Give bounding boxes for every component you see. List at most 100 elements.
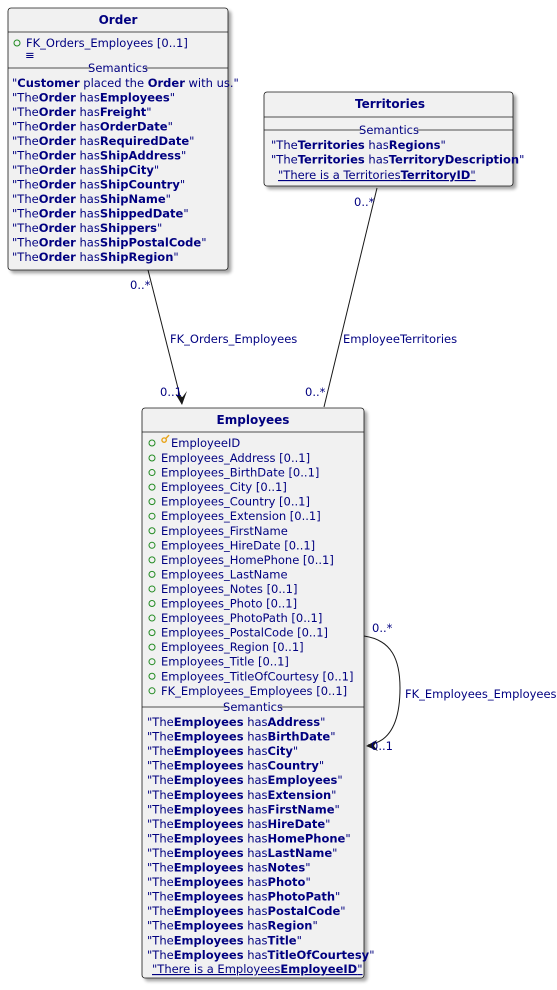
semantic-row: "TheEmployees hasCountry" xyxy=(147,759,324,773)
semantic-row: "TheOrder hasOrderDate" xyxy=(12,120,173,134)
semantics-label: Semantics xyxy=(223,700,283,714)
semantic-row: "TheOrder hasRequiredDate" xyxy=(12,134,194,148)
entity-territories[interactable]: Territories Semantics "TheTerritories ha… xyxy=(263,91,524,187)
field-row: Employees_Address [0..1] xyxy=(161,451,310,465)
semantics-list: "Customer placed the Order with us.""The… xyxy=(12,76,239,264)
field-row: Employees_Region [0..1] xyxy=(161,640,304,654)
field-row: Employees_HireDate [0..1] xyxy=(161,538,315,552)
semantic-row: "TheTerritories hasTerritoryDescription" xyxy=(271,153,524,167)
identity-row: "There is a EmployeesEmployeeID" xyxy=(152,962,363,976)
edge-line xyxy=(363,635,401,746)
semantic-row: "TheOrder hasShippers" xyxy=(12,221,162,235)
entity-employees[interactable]: Employees EmployeeID Employees_Address [… xyxy=(141,407,374,979)
multiplicity-from: 0..* xyxy=(372,621,393,635)
semantic-row: "TheEmployees hasFirstName" xyxy=(147,802,340,816)
semantic-row: "TheOrder hasShipName" xyxy=(12,192,171,206)
edge-employee-territories: EmployeeTerritories 0..* 0..* xyxy=(305,187,457,408)
key-field-label: EmployeeID xyxy=(171,436,240,450)
edge-line xyxy=(147,269,183,405)
semantic-row: "TheEmployees hasHomePhone" xyxy=(147,831,351,845)
semantics-separator: Semantics xyxy=(8,61,228,75)
multiplicity-from: 0..* xyxy=(130,278,151,292)
edge-label: EmployeeTerritories xyxy=(343,332,457,346)
semantic-row: "TheEmployees hasPhoto" xyxy=(147,875,311,889)
field-circle-icon xyxy=(148,483,156,491)
field-circle-icon xyxy=(148,600,156,607)
semantic-row: "Customer placed the Order with us." xyxy=(12,76,239,90)
field-list: Employees_Address [0..1]Employees_BirthD… xyxy=(148,451,353,698)
semantic-row: "TheOrder hasShipCountry" xyxy=(12,178,185,192)
semantics-label: Semantics xyxy=(359,123,419,137)
identity-line: "There is a TerritoriesTerritoryID" xyxy=(278,168,476,182)
field-circle-icon xyxy=(148,527,156,535)
field-circle-icon xyxy=(148,570,156,578)
edge-line xyxy=(323,187,378,408)
identity-line: "There is a EmployeesEmployeeID" xyxy=(152,962,363,976)
semantic-row: "TheEmployees hasPhotoPath" xyxy=(147,890,340,904)
field-circle-icon xyxy=(148,672,156,680)
semantic-row: "TheTerritories hasRegions" xyxy=(271,138,446,152)
field-circle-icon xyxy=(148,512,156,520)
field-row: Employees_City [0..1] xyxy=(161,480,287,494)
field-list: FK_Orders_Employees [0..1] xyxy=(13,36,188,50)
semantic-row: "TheEmployees hasEmployees" xyxy=(147,773,343,787)
semantics-label: Semantics xyxy=(88,61,148,75)
semantics-separator: Semantics xyxy=(264,123,513,137)
semantic-row: "TheOrder hasShipCity" xyxy=(12,163,159,177)
semantics-list: "TheTerritories hasRegions""TheTerritori… xyxy=(271,138,524,167)
field-row: Employees_TitleOfCourtesy [0..1] xyxy=(161,669,353,683)
semantic-row: "TheOrder hasShipPostalCode" xyxy=(12,236,207,250)
semantic-row: "TheEmployees hasHireDate" xyxy=(147,817,330,831)
key-icon xyxy=(161,434,170,444)
field-circle-icon xyxy=(148,643,156,651)
entity-box xyxy=(7,7,229,271)
field-circle-icon xyxy=(148,498,156,506)
entity-order[interactable]: Order FK_Orders_Employees [0..1] ≡ Seman… xyxy=(7,7,239,271)
field-row: Employees_HomePhone [0..1] xyxy=(161,553,334,567)
field-row: Employees_PostalCode [0..1] xyxy=(161,626,328,640)
field-row: Employees_BirthDate [0..1] xyxy=(161,466,319,480)
field-circle-icon xyxy=(148,454,156,462)
field-circle-icon xyxy=(148,687,156,695)
entity-title: Territories xyxy=(355,97,425,111)
multiplicity-to: 0..* xyxy=(305,385,326,399)
semantic-row: "TheOrder hasFreight" xyxy=(12,105,152,119)
semantic-row: "TheEmployees hasTitleOfCourtesy" xyxy=(147,948,374,962)
multiplicity-to: 0..1 xyxy=(371,739,393,753)
field-row: FK_Orders_Employees [0..1] xyxy=(26,36,188,50)
entity-box xyxy=(141,407,365,979)
edge-label: FK_Employees_Employees xyxy=(405,687,557,701)
semantic-row: "TheEmployees hasExtension" xyxy=(147,788,336,802)
entity-box xyxy=(263,91,514,187)
field-row: Employees_Country [0..1] xyxy=(161,495,310,509)
entity-title: Order xyxy=(99,13,138,27)
semantic-row: "TheEmployees hasRegion" xyxy=(147,919,318,933)
semantic-row: "TheEmployees hasNotes" xyxy=(147,861,311,875)
field-circle-icon xyxy=(148,629,156,637)
field-circle-icon xyxy=(148,658,156,666)
field-circle-icon xyxy=(148,556,156,564)
identity-row: "There is a TerritoriesTerritoryID" xyxy=(278,168,476,182)
edge-fk-employees-employees: FK_Employees_Employees 0..* 0..1 xyxy=(363,621,557,753)
semantic-row: "TheOrder hasEmployees" xyxy=(12,91,175,105)
semantic-row: "TheOrder hasShipRegion" xyxy=(12,250,179,264)
semantic-row: "TheEmployees hasLastName" xyxy=(147,846,337,860)
multiplicity-to: 0..1 xyxy=(160,385,182,399)
semantic-row: "TheEmployees hasAddress" xyxy=(147,715,325,729)
field-circle-icon xyxy=(148,585,156,593)
field-circle-icon xyxy=(13,39,21,47)
field-row: Employees_Photo [0..1] xyxy=(161,597,297,611)
entity-title: Employees xyxy=(217,413,290,427)
field-row: FK_Employees_Employees [0..1] xyxy=(161,684,347,698)
multiplicity-from: 0..* xyxy=(354,195,375,209)
semantics-list: "TheEmployees hasAddress" "TheEmployees h… xyxy=(147,715,374,962)
field-circle-icon xyxy=(148,439,156,447)
semantic-row: "TheOrder hasShippedDate" xyxy=(12,207,189,221)
hamburger-icon: ≡ xyxy=(25,48,35,62)
arrowhead-icon xyxy=(175,391,187,405)
semantic-row: "TheEmployees hasPostalCode" xyxy=(147,904,346,918)
field-row: Employees_Title [0..1] xyxy=(161,655,289,669)
semantic-row: "TheEmployees hasTitle" xyxy=(147,933,302,947)
edge-label: FK_Orders_Employees xyxy=(170,332,297,346)
